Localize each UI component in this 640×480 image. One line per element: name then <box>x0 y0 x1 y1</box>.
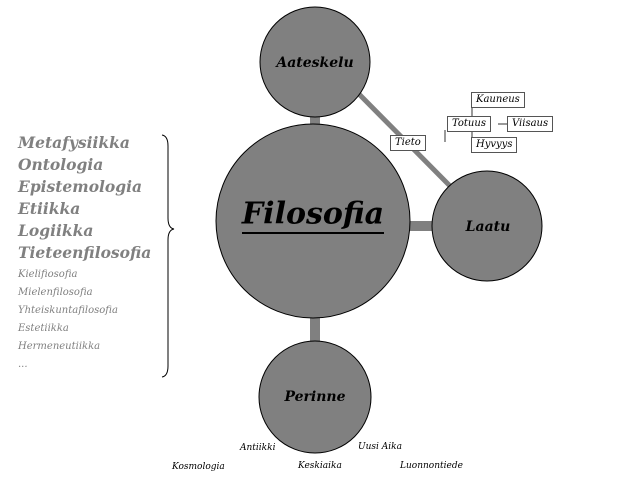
node-circle-center <box>215 123 411 319</box>
branch-item-major: Ontologia <box>18 155 104 174</box>
node-label-right: Laatu <box>465 219 511 235</box>
node-label-center: Filosofia <box>241 196 385 232</box>
era-antiikki: Antiikki <box>240 443 276 453</box>
node-circle-top <box>259 6 371 118</box>
tag-kauneus: Kauneus <box>471 92 525 108</box>
branch-item-major: Etiikka <box>18 199 81 218</box>
branch-item-major: Epistemologia <box>18 177 143 196</box>
center-underline <box>242 232 384 234</box>
branch-item-major: Logiikka <box>18 221 94 240</box>
era-luonnontiede: Luonnontiede <box>400 461 463 471</box>
tag-hyvyys: Hyvyys <box>471 137 518 153</box>
branch-list: Metafysiikka Ontologia Epistemologia Eti… <box>18 132 151 374</box>
branch-item-minor: Kielifiosofia <box>18 269 78 280</box>
node-label-top: Aateskelu <box>276 55 354 71</box>
branch-item-minor: Hermeneutiikka <box>18 341 101 352</box>
node-circle-bottom <box>258 340 372 454</box>
connector-bottom <box>310 316 320 356</box>
branch-item-minor: Estetiikka <box>18 323 69 334</box>
branch-item-minor: ... <box>18 359 28 370</box>
tag-tieto: Tieto <box>390 135 426 151</box>
era-kosmologia: Kosmologia <box>172 462 225 472</box>
connector-right <box>404 221 436 231</box>
tag-viisaus: Viisaus <box>507 116 554 132</box>
list-brace <box>161 134 175 378</box>
node-circle-right <box>431 170 543 282</box>
branch-item-major: Metafysiikka <box>18 133 130 152</box>
era-uusi-aika: Uusi Aika <box>358 442 402 452</box>
branch-item-minor: Mielenfilosofia <box>18 287 93 298</box>
branch-item-major: Tieteenfilosofia <box>18 243 152 262</box>
branch-item-minor: Yhteiskuntafilosofia <box>18 305 118 316</box>
era-keskiaika: Keskiaika <box>298 461 342 471</box>
node-label-bottom: Perinne <box>284 389 346 405</box>
tag-totuus: Totuus <box>447 116 491 132</box>
